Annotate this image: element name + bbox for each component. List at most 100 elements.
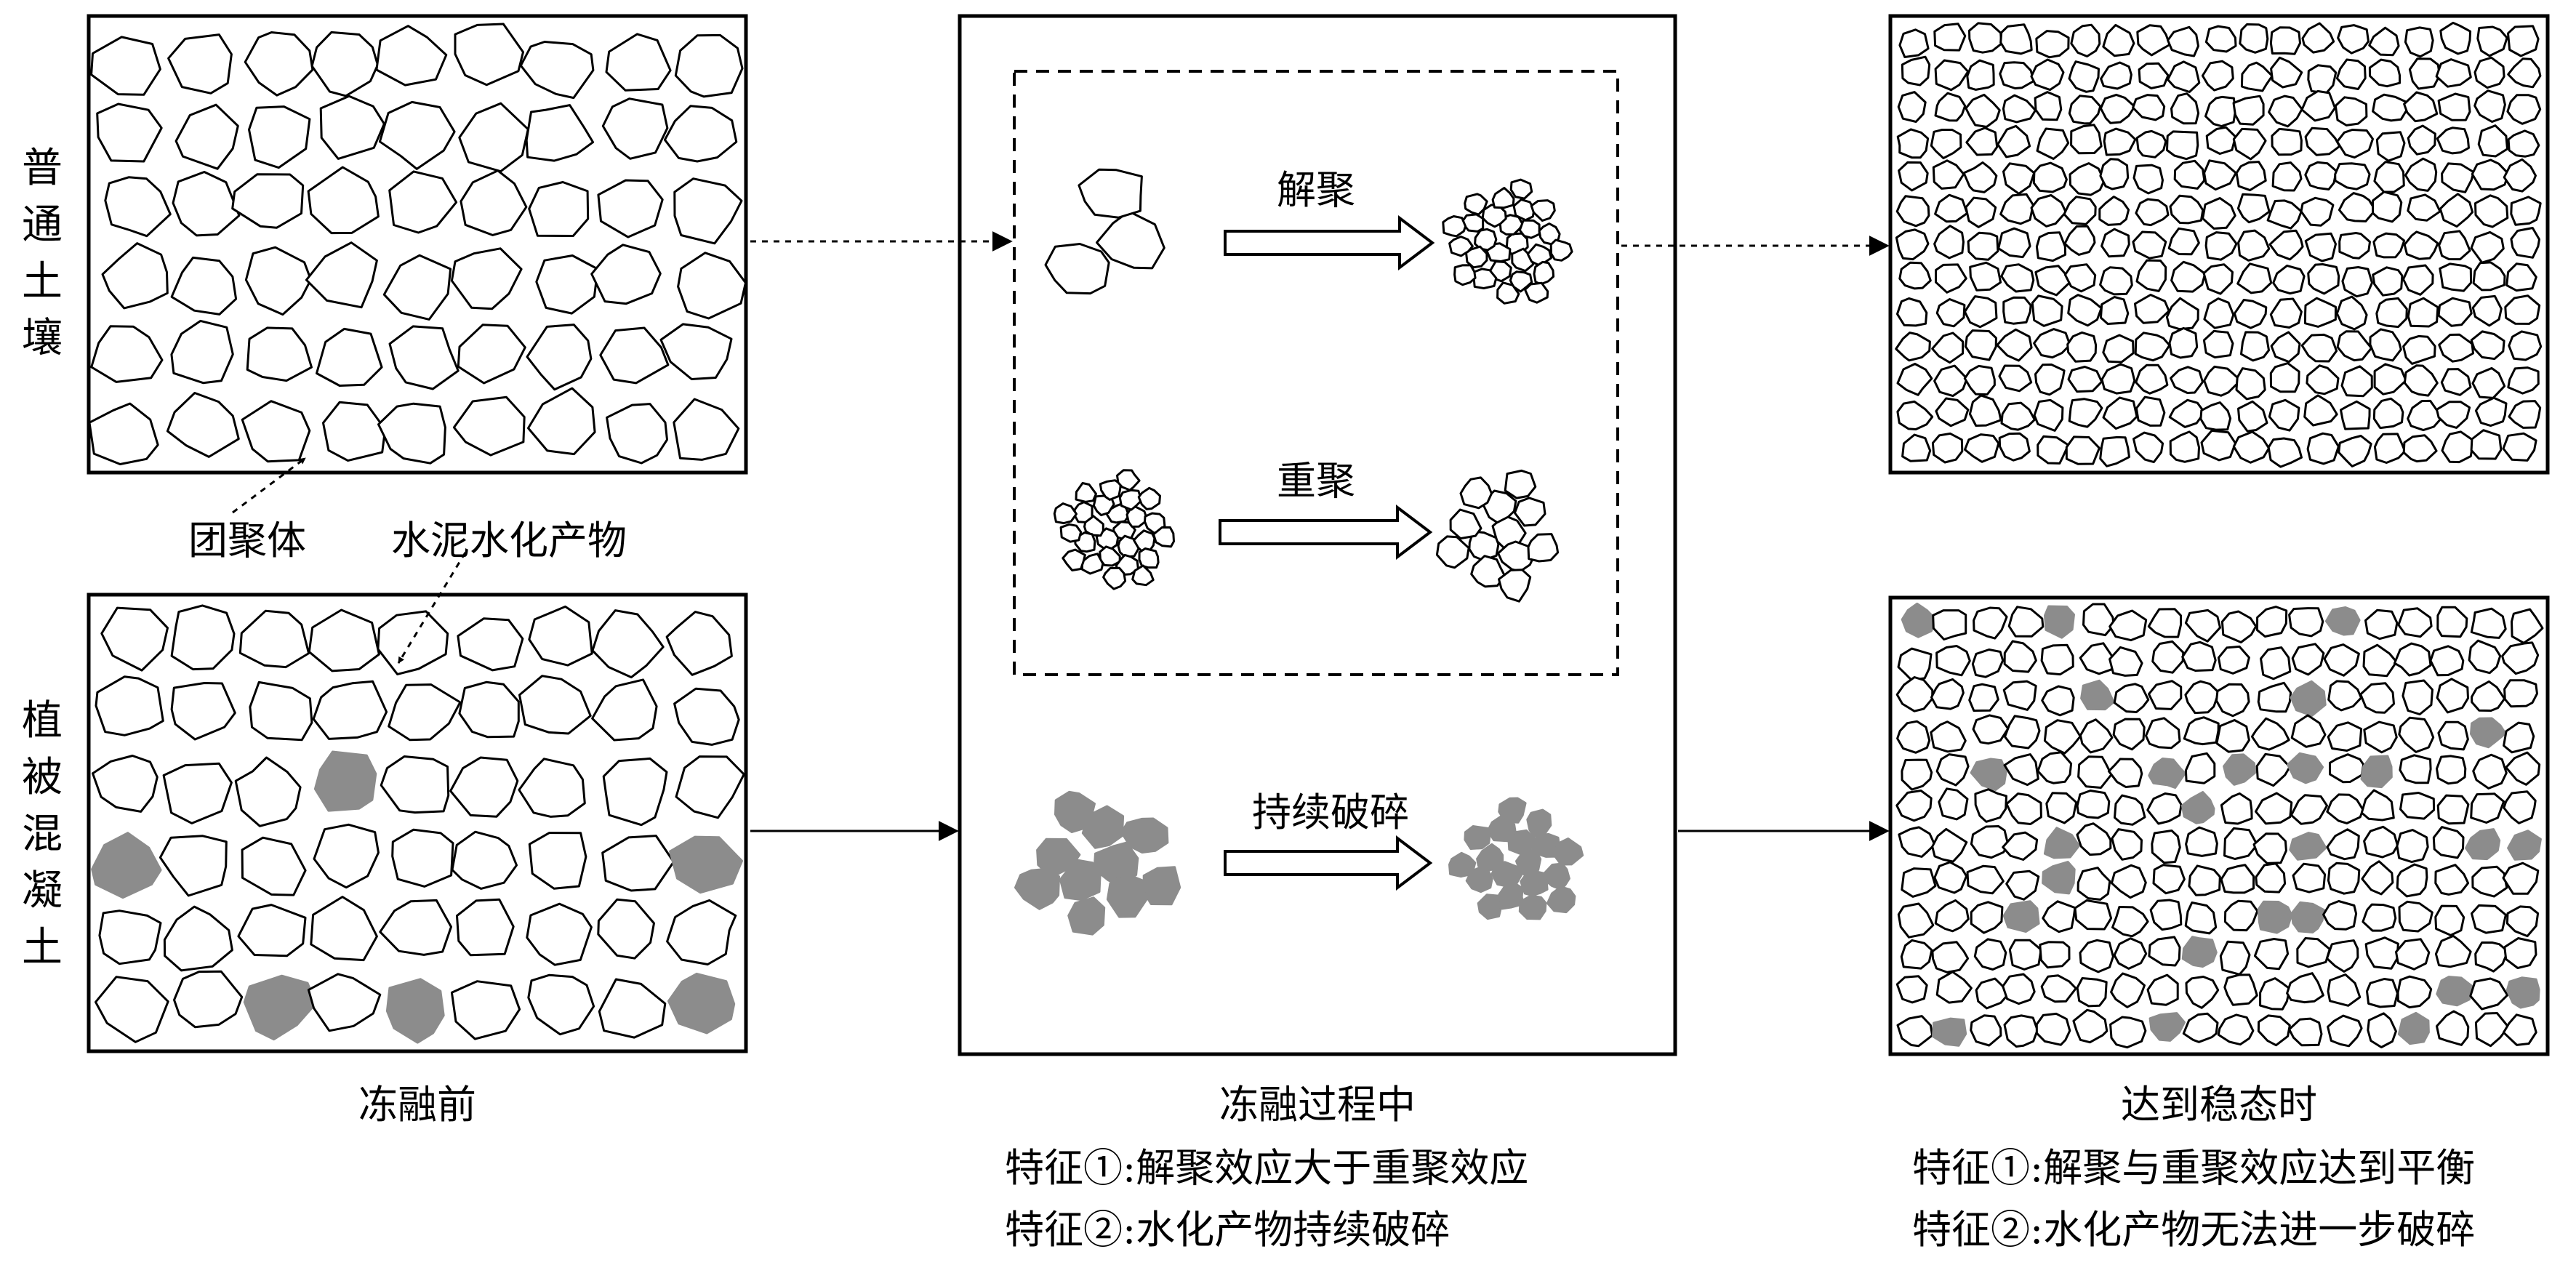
aggregate: [2146, 973, 2179, 1006]
aggregate: [1934, 899, 1970, 933]
aggregate: [246, 326, 313, 382]
reaggregation-arrow: [1219, 504, 1433, 561]
aggregate: [2037, 751, 2073, 784]
aggregate: [2505, 751, 2541, 786]
aggregate: [2436, 401, 2471, 429]
aggregate: [382, 254, 452, 321]
aggregate: [2434, 864, 2470, 896]
aggregate: [2165, 297, 2199, 331]
aggregate: [2167, 60, 2201, 93]
aggregate: [2205, 126, 2237, 155]
aggregate: [2336, 330, 2373, 362]
aggregate: [2437, 92, 2471, 121]
aggregate: [2168, 398, 2206, 428]
aggregate: [2184, 901, 2218, 935]
aggregate: [377, 402, 446, 465]
aggregate: [2063, 225, 2096, 256]
aggregate: [2292, 862, 2327, 893]
aggregate: [2441, 430, 2474, 464]
aggregate: [2408, 57, 2441, 90]
reaggregated-cluster: [1482, 489, 1517, 524]
stage-during-feature-1: 特征①:解聚效应大于重聚效应: [1005, 1145, 1528, 1191]
aggregate: [2403, 364, 2439, 397]
aggregate: [2132, 94, 2166, 121]
aggregate: [2003, 753, 2039, 787]
aggregate: [1962, 161, 1998, 193]
aggregate: [2507, 129, 2540, 158]
hydration-product: [2324, 606, 2361, 636]
aggregate: [2474, 941, 2509, 973]
aggregate: [2436, 606, 2468, 638]
aggregate: [234, 756, 302, 827]
aggregate: [2111, 906, 2149, 938]
aggregate: [1938, 787, 1969, 821]
aggregate: [388, 325, 460, 390]
aggregate: [2335, 58, 2367, 90]
aggregate: [2507, 57, 2542, 89]
aggregate: [2072, 1008, 2108, 1044]
aggregate: [2407, 124, 2436, 156]
aggregate: [2068, 398, 2103, 428]
aggregate: [1997, 227, 2031, 259]
fine-aggregate-cluster: [1538, 222, 1561, 246]
aggregate: [310, 896, 378, 962]
aggregate: [2360, 789, 2395, 822]
aggregate: [2184, 680, 2220, 715]
aggregate: [2334, 96, 2368, 126]
aggregate: [2402, 334, 2436, 365]
aggregate: [2271, 127, 2303, 156]
aggregate: [1930, 129, 1962, 160]
aggregate: [2503, 158, 2537, 193]
aggregate: [2082, 603, 2115, 637]
aggregate: [1897, 647, 1933, 681]
hydration-product: [1901, 602, 1938, 638]
aggregate: [2507, 25, 2540, 57]
aggregate: [1963, 364, 1996, 396]
aggregate: [2076, 790, 2111, 819]
aggregate: [2288, 1017, 2323, 1047]
hydration-product-cluster: [1054, 790, 1096, 833]
aggregate: [307, 166, 380, 235]
aggregate: [1966, 864, 2005, 895]
aggregate: [2111, 828, 2143, 861]
hydration-product: [2180, 791, 2215, 824]
aggregate: [1895, 975, 1928, 1004]
fine-aggregate-cluster: [1524, 281, 1549, 304]
aggregate: [1896, 128, 1930, 159]
aggregate: [2270, 331, 2301, 364]
aggregate: [2327, 1014, 2363, 1048]
aggregate: [2336, 129, 2374, 159]
hydration-leader: [397, 552, 467, 664]
hydration-product: [2397, 1011, 2430, 1045]
aggregate: [591, 609, 665, 679]
hydration-product-cluster: [1142, 866, 1181, 906]
broken-hydration-cluster: [1476, 843, 1504, 872]
aggregate: [1935, 298, 1966, 328]
hydration-product-cluster: [1059, 859, 1102, 901]
aggregate: [2372, 232, 2406, 259]
aggregate: [98, 909, 162, 965]
hydration-product: [2289, 832, 2327, 861]
hydration-product: [2042, 861, 2076, 895]
aggregate: [2399, 754, 2432, 784]
aggregate: [1895, 332, 1931, 362]
aggregate: [675, 755, 745, 819]
aggregate: [378, 100, 456, 170]
fine-aggregate-cluster: [1062, 548, 1086, 571]
aggregate: [2471, 865, 2508, 898]
aggregate: [673, 687, 740, 746]
aggregate: [2110, 864, 2147, 899]
aggregate: [2170, 366, 2204, 394]
aggregate: [2503, 721, 2535, 754]
aggregate: [167, 33, 233, 95]
aggregate: [241, 400, 311, 463]
aggregate: [244, 246, 312, 316]
aggregate: [2188, 864, 2221, 896]
fine-aggregate-cluster: [1072, 501, 1094, 523]
aggregate: [2237, 229, 2271, 262]
aggregate: [2203, 297, 2235, 329]
aggregate: [249, 680, 313, 742]
aggregate: [2266, 199, 2303, 230]
aggregate: [2304, 297, 2337, 328]
aggregate: [2472, 753, 2508, 790]
